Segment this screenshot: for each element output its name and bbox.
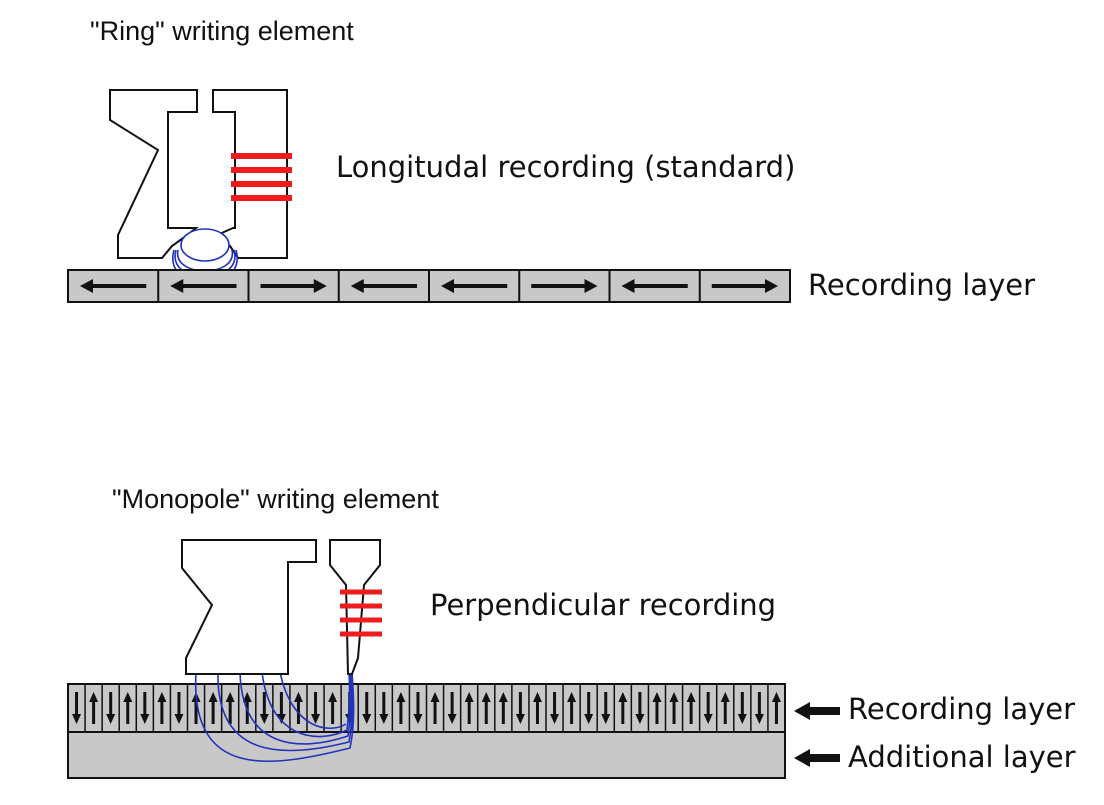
mono-domain-arrowhead	[601, 714, 611, 724]
mono-domain-arrowhead	[208, 692, 218, 702]
mono-domain-arrowhead	[140, 714, 150, 724]
mono-domains	[72, 684, 781, 732]
ring-domain-arrowhead	[313, 279, 327, 293]
mono-domain-arrowhead	[618, 692, 628, 702]
ring-domain-arrowhead	[350, 279, 364, 293]
mono-domain-arrowhead	[174, 714, 184, 724]
ring-domain-arrowhead	[584, 279, 598, 293]
ring-element-title: "Ring" writing element	[90, 16, 354, 46]
monopole-return-pole	[181, 539, 317, 675]
ring-domain-arrowhead	[621, 279, 635, 293]
mono-field-line	[195, 671, 355, 763]
mono-domain-arrowhead	[652, 692, 662, 702]
ring-recording-layer-label: Recording layer	[808, 268, 1036, 302]
mono-domain-arrowhead	[242, 692, 252, 702]
mono-domain-arrowhead	[498, 692, 508, 702]
mono-domain-arrowhead	[328, 692, 338, 702]
mono-domain-arrowhead	[259, 714, 269, 724]
mono-domain-arrowhead	[362, 714, 372, 724]
longitudinal-recording-label: Longitudal recording (standard)	[336, 150, 796, 184]
mono-domain-arrowhead	[430, 692, 440, 702]
mono-domain-arrowhead	[584, 714, 594, 724]
additional-layer-pointer-arrow	[794, 749, 840, 767]
layer-pointers	[794, 702, 840, 767]
monopole-coil	[340, 589, 382, 637]
mono-domain-arrowhead	[635, 714, 645, 724]
mono-domain-arrowhead	[567, 692, 577, 702]
mono-domain-arrowhead	[89, 692, 99, 702]
mono-domain-arrowhead	[293, 692, 303, 702]
ring-writing-element	[109, 89, 288, 259]
mono-domain-arrowhead	[447, 714, 457, 724]
ring-head-right-pole	[212, 89, 288, 259]
monopole-element-title: "Monopole" writing element	[112, 484, 439, 514]
mono-domain-arrowhead	[550, 714, 560, 724]
mono-domain-arrowhead	[72, 714, 82, 724]
mono-domain-arrowhead	[754, 714, 764, 724]
mono-domain-arrowhead	[413, 714, 423, 724]
mono-domain-arrowhead	[311, 714, 321, 724]
ring-coil	[231, 153, 292, 201]
mono-domain-arrowhead	[686, 692, 696, 702]
mono-recording-layer-label: Recording layer	[848, 692, 1076, 726]
mono-domain-arrowhead	[720, 692, 730, 702]
ring-domain-arrowhead	[765, 279, 778, 293]
mono-pole-flux	[348, 669, 354, 731]
mono-domain-arrowhead	[123, 692, 133, 702]
mono-domain-arrowhead	[481, 692, 491, 702]
mono-domain-arrowhead	[703, 714, 713, 724]
mono-domain-arrowhead	[532, 692, 542, 702]
mono-domain-arrowhead	[464, 692, 474, 702]
mono-domain-arrowhead	[276, 714, 286, 724]
mono-domain-arrowhead	[737, 714, 747, 724]
ring-gap-bubble	[180, 228, 230, 262]
mono-domain-arrowhead	[396, 692, 406, 702]
ring-domain-arrowhead	[170, 279, 184, 293]
monopole-field-lines	[195, 669, 355, 763]
mono-domain-arrowhead	[771, 692, 781, 702]
mono-domain-arrowhead	[379, 714, 389, 724]
mono-domain-arrowhead	[225, 692, 235, 702]
ring-domain-arrowhead	[441, 279, 454, 293]
mono-domain-arrowhead	[157, 692, 167, 702]
mono-domain-arrowhead	[515, 714, 525, 724]
recording-layer-pointer-arrow	[794, 702, 840, 720]
mono-domain-arrowhead	[106, 714, 116, 724]
mono-domain-arrowhead	[669, 692, 679, 702]
additional-layer	[67, 731, 786, 779]
mono-field-line	[279, 671, 347, 730]
ring-head-left-pole	[109, 89, 199, 259]
ring-domains	[80, 270, 778, 302]
ring-domain-arrowhead	[80, 279, 93, 293]
additional-layer-label: Additional layer	[848, 740, 1076, 774]
perpendicular-recording-label: Perpendicular recording	[430, 588, 777, 622]
